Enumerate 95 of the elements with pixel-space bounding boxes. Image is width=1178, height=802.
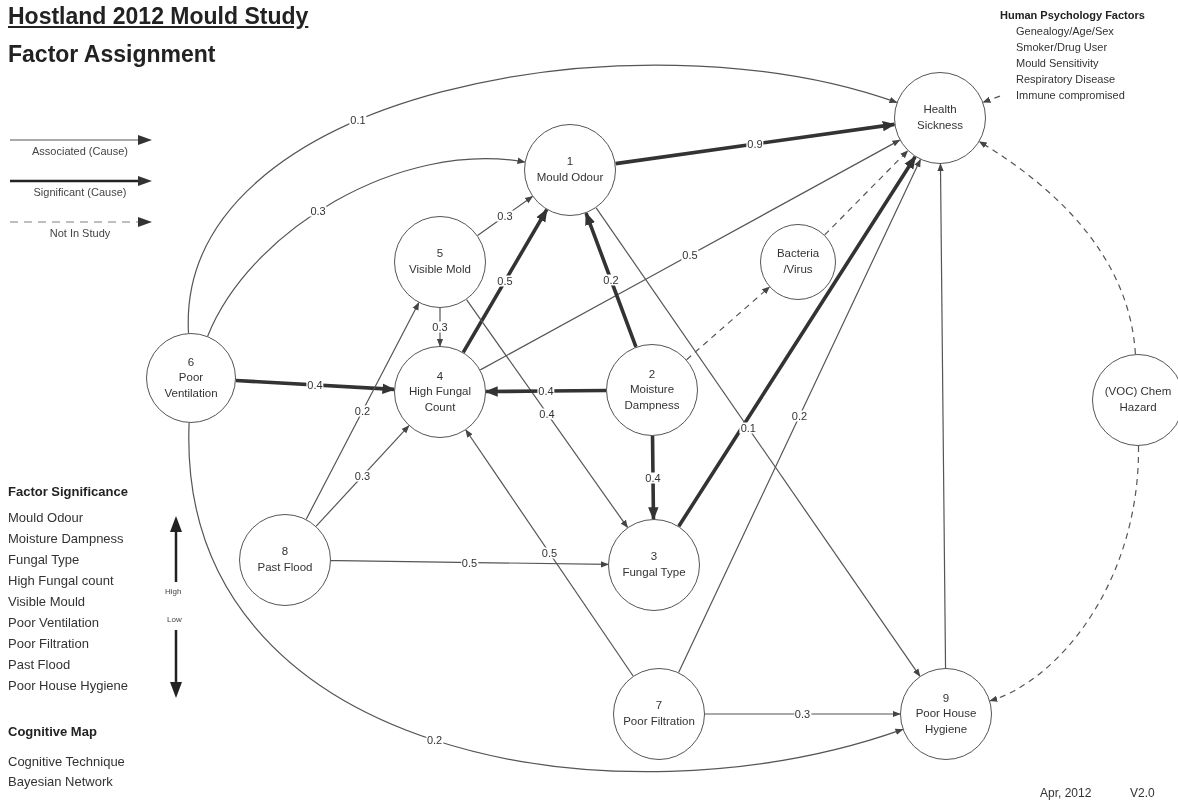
edge-label: 0.4 (644, 472, 662, 483)
arrow (465, 429, 634, 677)
edge-label: 0.2 (790, 410, 809, 422)
edge-label: 0.2 (425, 734, 444, 746)
arrow (937, 163, 947, 669)
factor-number: 3 (649, 549, 659, 565)
arrow (982, 95, 1001, 103)
arrow (305, 302, 420, 520)
factor-rank-item: Mould Odour (8, 511, 84, 524)
factor-rank-item: Poor Filtration (8, 637, 89, 650)
arrow (235, 378, 396, 394)
edge-label: 0.4 (538, 408, 556, 419)
factor-name: Visible Mold (408, 262, 472, 277)
version-label: V2.0 (1130, 785, 1155, 802)
factor-name: Health Sickness (916, 102, 964, 133)
edge-label: 0.5 (460, 557, 479, 568)
arrow (207, 158, 526, 337)
edge-label: 0.3 (496, 210, 514, 222)
factor-rank-item: Fungal Type (8, 553, 80, 566)
edge-label: 0.3 (793, 708, 812, 720)
list-heading: Human Psychology Factors (1000, 8, 1146, 23)
legend-label: Associated (Cause) (31, 146, 129, 157)
edge-label: 0.3 (353, 470, 372, 482)
edge-label: 0.5 (496, 275, 514, 287)
edge-label: 0.9 (746, 138, 764, 150)
edge-label: 0.3 (431, 321, 449, 333)
factor-name: High Fungal Count (408, 384, 472, 415)
factor-number: 2 (647, 366, 657, 382)
edge-label: 0.1 (349, 114, 367, 126)
arrow (704, 710, 901, 718)
edge-label: 0.4 (537, 385, 555, 397)
arrow (484, 386, 606, 397)
factor-rank-item: Poor Ventilation (8, 616, 100, 629)
factor-name: Fungal Type (621, 565, 687, 580)
factor-name: Poor Filtration (622, 714, 696, 729)
edge-label: 0.2 (353, 405, 372, 417)
list-item: Genealogy/Age/Sex (1015, 23, 1115, 39)
list-item: Immune compromised (1015, 87, 1126, 103)
arrow (476, 195, 534, 237)
arrow (461, 208, 549, 354)
arrow (978, 141, 1136, 355)
factor-number: 5 (435, 246, 445, 262)
arrow (648, 436, 659, 521)
arrow (584, 211, 638, 348)
arrow (677, 155, 917, 528)
note: Bayesian Network (8, 773, 113, 791)
edge-label: 0.1 (739, 422, 757, 434)
arrow (465, 298, 629, 529)
edge-label: 0.2 (602, 274, 620, 286)
section-heading: Cognitive Map (8, 723, 97, 741)
factor-rank-item: Past Flood (8, 658, 71, 671)
date-label: Apr, 2012 (1040, 785, 1092, 802)
edge-label: 0.4 (306, 379, 324, 391)
scale-label: High (165, 586, 182, 598)
edge-label: 0.5 (540, 547, 559, 559)
arrow (330, 560, 609, 568)
title: Hostland 2012 Mould Study (8, 2, 309, 31)
factor-name: Mould Odour (535, 170, 605, 185)
arrow (678, 158, 921, 673)
factor-number: 4 (435, 368, 445, 384)
note: Cognitive Technique (8, 753, 125, 771)
factor-name: (VOC) Chem Hazard (1103, 384, 1173, 415)
factor-rank-item: Moisture Dampness (8, 532, 124, 545)
factor-name: Moisture Dampness (623, 382, 681, 413)
subtitle: Factor Assignment (8, 40, 216, 69)
factor-number: 8 (280, 544, 290, 560)
arrow (686, 286, 771, 361)
factor-name: Poor House Hygiene (914, 706, 978, 737)
edge-label: 0.5 (681, 249, 699, 261)
list-item: Smoker/Drug User (1015, 39, 1109, 55)
factor-rank-item: Poor House Hygiene (8, 679, 128, 692)
factor-number: 6 (186, 354, 196, 370)
factor-name: Bacteria /Virus (775, 246, 821, 277)
edge-label: 0.3 (309, 205, 327, 217)
arrow (436, 307, 444, 347)
section-heading: Factor Significance (8, 483, 128, 501)
factor-name: Poor Ventilation (163, 370, 219, 401)
factor-name: Past Flood (256, 560, 314, 575)
factor-number: 1 (565, 154, 575, 170)
list-item: Mould Sensitivity (1015, 55, 1100, 71)
factor-number: 7 (654, 698, 664, 714)
arrow (479, 139, 901, 371)
arrow (188, 422, 904, 772)
legend-label: Significant (Cause) (32, 187, 128, 198)
factor-number: 9 (941, 690, 951, 706)
factor-rank-item: Visible Mould (8, 595, 86, 608)
factor-rank-item: High Fungal count (8, 574, 114, 587)
arrow (315, 425, 410, 527)
scale-label: Low (167, 614, 182, 626)
arrow (187, 64, 898, 334)
legend-label: Not In Study (48, 228, 112, 239)
arrow (824, 150, 909, 236)
arrow (595, 207, 921, 677)
arrow (615, 120, 896, 166)
list-item: Respiratory Disease (1015, 71, 1117, 87)
